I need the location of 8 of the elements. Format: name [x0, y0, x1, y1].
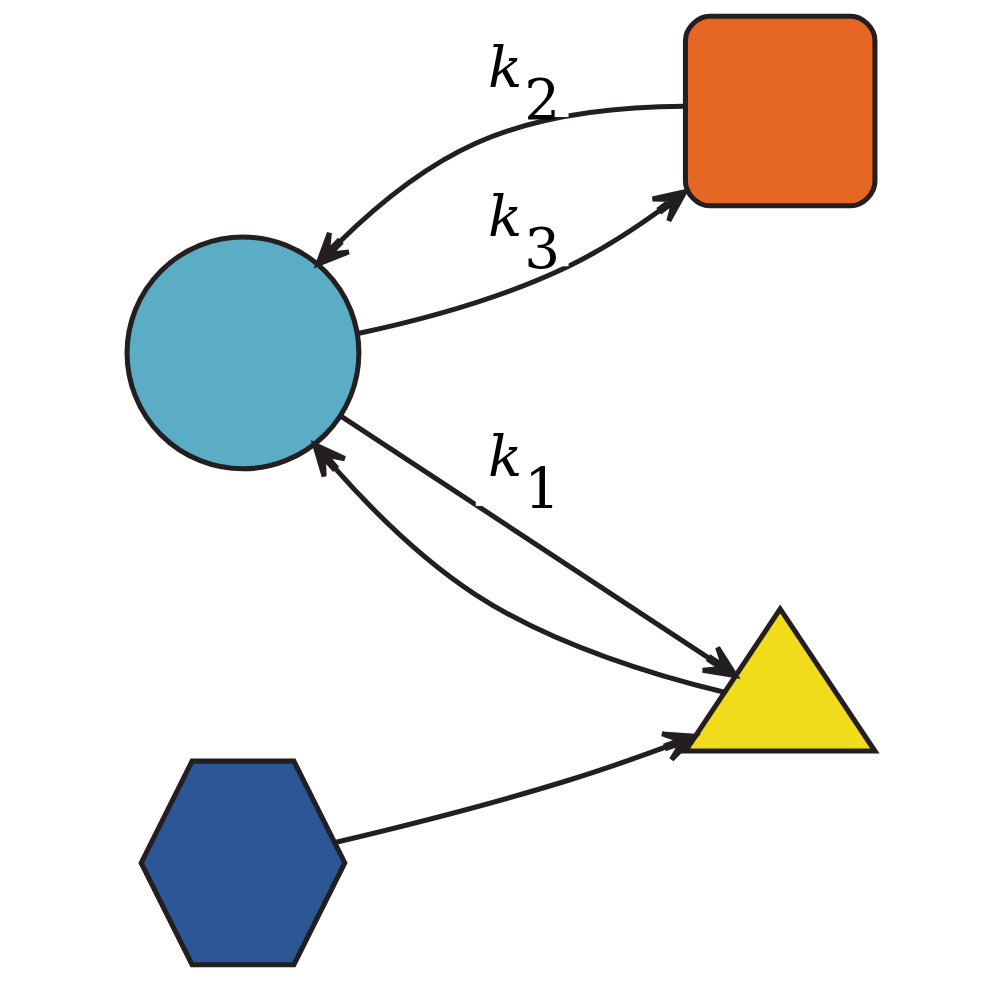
node-box — [682, 13, 878, 209]
arrow — [357, 189, 688, 336]
arrow — [312, 442, 726, 695]
node-hexagon — [138, 758, 348, 968]
arrow — [339, 413, 738, 679]
node-triangle — [680, 604, 880, 754]
node-circle — [124, 234, 362, 472]
arrow — [334, 731, 698, 845]
